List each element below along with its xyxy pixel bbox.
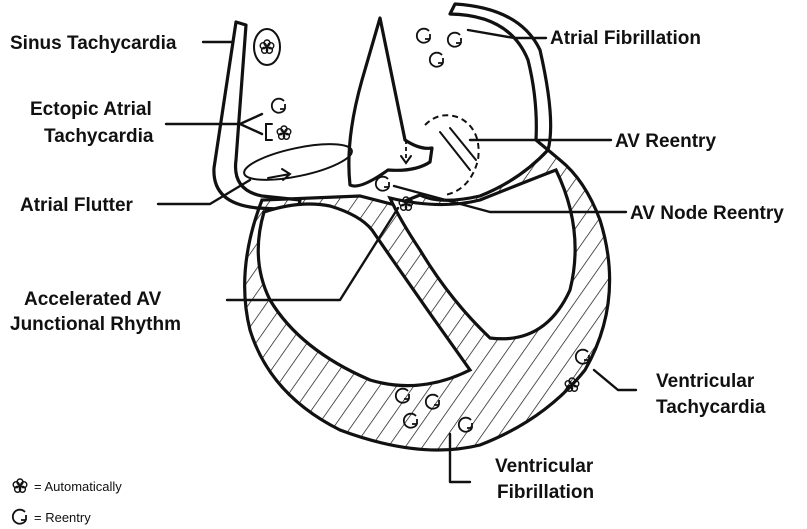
label-ventricular-tachycardia-line2: Tachycardia xyxy=(656,397,766,418)
legend: = Automatically = Reentry xyxy=(13,479,122,525)
left-atrium-wall xyxy=(450,4,551,150)
label-atrial-fibrillation: Atrial Fibrillation xyxy=(550,28,701,49)
atrial-septum xyxy=(349,18,432,186)
legend-reentry: = Reentry xyxy=(34,510,91,525)
label-atrial-flutter: Atrial Flutter xyxy=(20,195,134,216)
sinus-node xyxy=(254,29,280,65)
legend-automaticity: = Automatically xyxy=(34,479,122,494)
label-ventricular-fibrillation-line2: Fibrillation xyxy=(497,482,594,503)
asterisk-flower-icon xyxy=(13,479,27,492)
label-accelerated-av-line2: Junctional Rhythm xyxy=(10,314,181,335)
label-av-node-reentry: AV Node Reentry xyxy=(630,203,784,224)
atrial-fibrillation-symbols xyxy=(417,29,461,67)
label-ectopic-atrial-line1: Ectopic Atrial xyxy=(30,99,152,120)
label-ventricular-fibrillation-line1: Ventricular xyxy=(495,456,594,477)
label-ectopic-atrial-line2: Tachycardia xyxy=(44,126,154,147)
label-av-reentry: AV Reentry xyxy=(615,131,716,152)
ectopic-atrial-symbols xyxy=(266,99,291,140)
reentry-arrow-icon xyxy=(13,510,26,524)
atrial-flutter-circuit xyxy=(241,137,354,187)
label-ventricular-tachycardia-line1: Ventricular xyxy=(656,371,755,392)
label-sinus-tachycardia: Sinus Tachycardia xyxy=(10,33,177,54)
label-accelerated-av-line1: Accelerated AV xyxy=(24,289,162,310)
